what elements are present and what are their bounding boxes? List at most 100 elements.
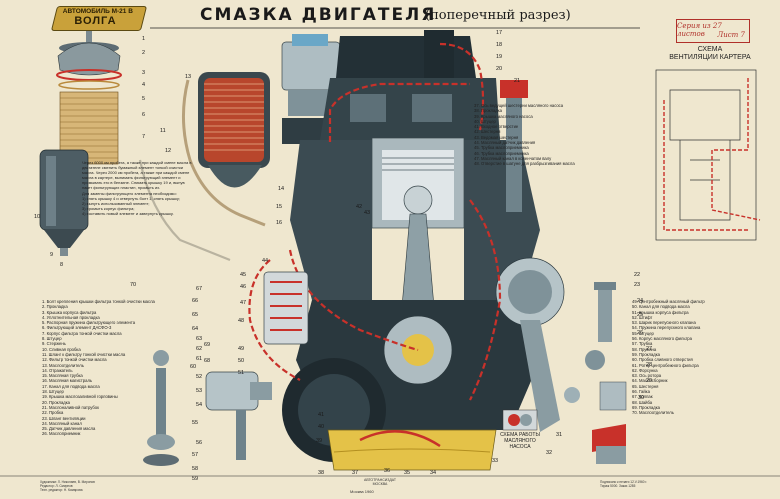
- part-number-8: 8: [60, 262, 64, 268]
- legend-entry: 40. Штуцер: [474, 118, 496, 124]
- legend-entry: 65. Шестерня: [632, 383, 659, 389]
- part-number-37: 37: [352, 470, 359, 476]
- schema-label-line2: ВЕНТИЛЯЦИИ КАРТЕРА: [669, 54, 751, 61]
- legend-entry: 54. Пружина перепускного клапана: [632, 325, 701, 331]
- legend-entry: 38. Прокладка: [474, 108, 502, 114]
- part-number-49: 49: [238, 346, 245, 352]
- oil-pump-exploded: [143, 350, 272, 466]
- part-number-29: 29: [646, 378, 653, 384]
- part-number-53: 53: [196, 388, 203, 394]
- legend-entry: 7. Корпус фильтра тонкой очистки масла: [42, 330, 122, 336]
- legend-entry: 6. Фильтрующий элемент ДАСФО-3: [42, 325, 112, 331]
- legend-entry: 5. Распорная пружина фильтрующего элемен…: [42, 320, 136, 326]
- centrifugal-filter: [263, 271, 309, 345]
- legend-entry: 42. Шестерня: [474, 129, 501, 135]
- part-number-25: 25: [637, 312, 644, 318]
- part-number-10: 10: [34, 214, 41, 220]
- legend-entry: 63. Ось ротора: [632, 373, 662, 379]
- legend-entry: 24. Масляный канал: [42, 420, 82, 426]
- part-number-60: 60: [190, 364, 197, 370]
- part-number-47: 47: [240, 300, 247, 306]
- part-number-61: 61: [196, 356, 203, 362]
- legend-entry: 1. Болт крепления крышки фильтра тонкой …: [42, 299, 155, 304]
- legend-entry: 68. Шайба: [632, 399, 653, 405]
- oil-separator: [198, 72, 270, 188]
- part-number-40: 40: [318, 424, 325, 430]
- part-number-22: 22: [634, 272, 641, 278]
- note-paragraph: 2) вынуть использованный элемент;: [82, 200, 150, 206]
- oil-pump-schema: [502, 409, 538, 431]
- legend-entry: 55. Штуцер: [632, 330, 654, 336]
- part-number-3: 3: [142, 70, 146, 76]
- note-paragraph: Через 6000 км пробега, а также при каждо…: [82, 160, 192, 191]
- part-number-1: 1: [142, 36, 146, 42]
- legend-entry: 11. Шланг к фильтру тонкой очистки масла: [42, 351, 126, 357]
- page-subtitle: (поперечный разрез): [425, 8, 571, 23]
- logo-line2: ВОЛГА: [74, 15, 117, 27]
- part-number-14: 14: [278, 186, 285, 192]
- legend-entry: 10. Сливная пробка: [42, 346, 81, 352]
- part-number-2: 2: [142, 50, 146, 56]
- legend-entry: 45. Трубка маслоприемника: [474, 145, 529, 151]
- legend-entry: 59. Прокладка: [632, 351, 660, 357]
- legend-entry: 22. Пробка: [42, 410, 64, 416]
- part-number-50: 50: [238, 358, 245, 364]
- part-number-30: 30: [638, 395, 645, 401]
- part-number-39: 39: [316, 438, 323, 444]
- part-number-36: 36: [384, 468, 391, 474]
- part-number-58: 58: [192, 466, 199, 472]
- part-number-18: 18: [496, 42, 503, 48]
- legend-entry: 67. Колпак: [632, 394, 653, 400]
- part-number-70: 70: [130, 282, 137, 288]
- part-number-48: 48: [238, 318, 245, 324]
- part-number-52: 52: [196, 374, 203, 380]
- legend-entry: 52. Штифт: [632, 314, 653, 320]
- legend-entry: 9. Стержень: [42, 341, 66, 347]
- part-number-16: 16: [276, 220, 283, 226]
- legend-entry: 18. Штуцер: [42, 389, 64, 395]
- part-number-67: 67: [196, 286, 203, 292]
- part-number-68: 68: [204, 358, 211, 364]
- volga-logo: АВТОМОБИЛЬ М-21 В ВОЛГА: [50, 6, 148, 31]
- part-number-46: 46: [240, 284, 247, 290]
- legend-entry: 57. Трубка: [632, 341, 653, 347]
- legend-entry: 58. Пружина: [632, 346, 657, 352]
- legend-entry: 44. Масляный датчик давления: [474, 140, 536, 146]
- part-number-11: 11: [160, 128, 166, 134]
- legend-entry: 70. Маслоотделитель: [632, 410, 674, 416]
- note-paragraph: 1) снять крышку 4 и отвернуть болт 1, сн…: [82, 195, 180, 201]
- credits-right: Подписано к печати 12.V.1960 г. Тираж 50…: [600, 480, 648, 488]
- part-number-19: 19: [496, 54, 503, 60]
- legend-entry: 56. Корпус масляного фильтра: [632, 336, 692, 342]
- part-number-54: 54: [196, 402, 203, 408]
- legend-entry: 48. Отверстие в шатуне для разбрызгивани…: [474, 161, 575, 167]
- logo-line1: АВТОМОБИЛЬ М-21 В: [62, 8, 133, 15]
- part-number-31: 31: [556, 432, 563, 438]
- part-number-17: 17: [496, 30, 503, 36]
- part-number-57: 57: [192, 452, 199, 458]
- engine-block: [281, 30, 565, 471]
- legend-entry: 69. Прокладка: [632, 404, 660, 410]
- legend-entry: 37. Ось ведущей шестерни масляного насос…: [474, 103, 564, 108]
- legend-entry: 15. Масляная трубка: [42, 373, 83, 379]
- part-number-12: 12: [165, 148, 172, 154]
- oil-pump-schema-label: СХЕМА РАБОТЫ МАСЛЯНОГО НАСОСА: [500, 432, 540, 450]
- legend-entry: 43. Ведомая шестерня: [474, 134, 519, 140]
- legend-entry: 17. Канал для подвода масла: [42, 383, 100, 389]
- oil-flow-paths: [248, 42, 502, 401]
- legend-entry: 21. Маслоналивной патрубок: [42, 404, 99, 410]
- note-paragraph: Для замены фильтрующего элемента необход…: [82, 190, 177, 196]
- part-number-32: 32: [546, 450, 553, 456]
- legend-entry: 66. Гайка: [632, 389, 650, 395]
- stamp-line1: Серия из 27 листов: [677, 22, 722, 38]
- part-number-26: 26: [637, 330, 644, 336]
- part-number-9: 9: [50, 252, 54, 258]
- legend-entry: 8. Штуцер: [42, 336, 62, 342]
- imprint-line1: АВТОТРАНСИЗДАТ: [364, 478, 396, 482]
- part-number-65: 65: [192, 312, 199, 318]
- legend-entry: 39. Крышка масляного насоса: [474, 113, 533, 119]
- series-stamp: Серия из 27 листов Лист 7: [676, 19, 750, 43]
- part-number-34: 34: [430, 470, 437, 476]
- legend-entry: 2. Прокладка: [42, 304, 68, 310]
